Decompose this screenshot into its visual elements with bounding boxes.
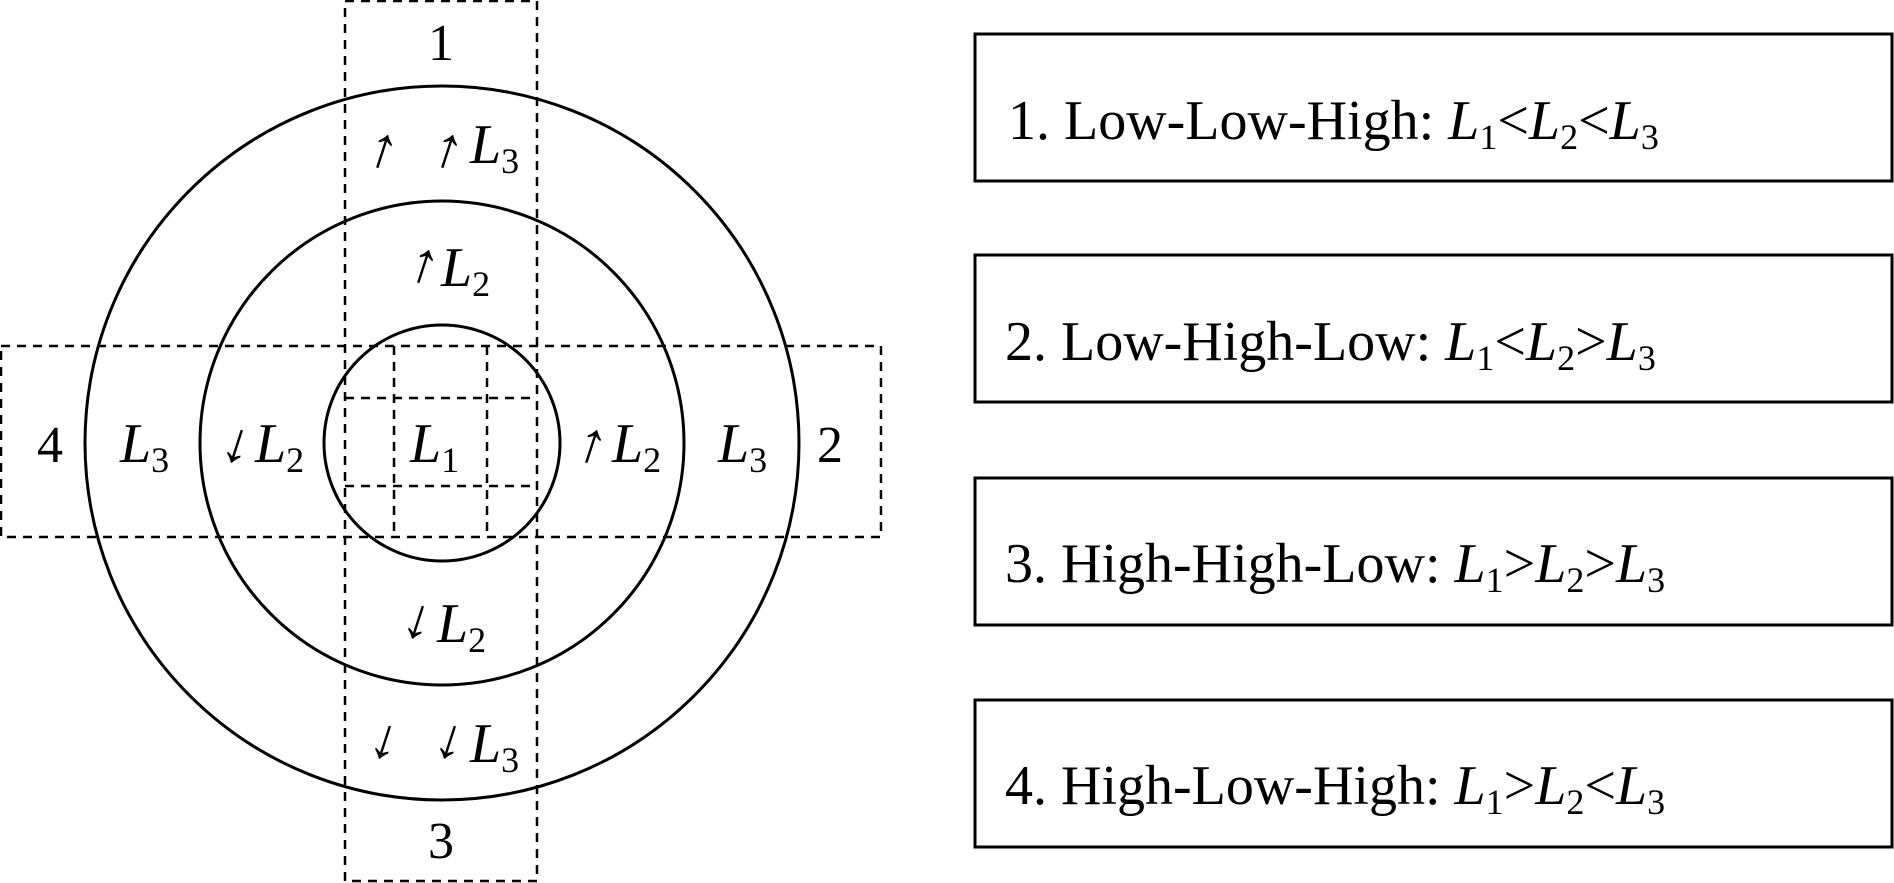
label-outer-left: L3 xyxy=(119,413,169,480)
region-number-top: 1 xyxy=(428,15,454,72)
legend-item: 3. High-High-Low: L1>L2>L3 xyxy=(973,476,1894,627)
legend-text: 3. High-High-Low: L1>L2>L3 xyxy=(1005,533,1665,600)
horizontal-dashed-band xyxy=(0,344,883,539)
label-middle-bottom: L2 xyxy=(436,593,486,660)
arrow-up-icon: ↑ xyxy=(425,112,473,183)
vertical-dashed-band xyxy=(343,0,539,883)
label-middle-left: L2 xyxy=(254,413,304,480)
legend-box xyxy=(973,32,1894,183)
label-outer-top: L3 xyxy=(469,114,519,181)
legend-text: 2. Low-High-Low: L1<L2>L3 xyxy=(1005,311,1656,378)
label-outer-right: L3 xyxy=(717,413,767,480)
outer-ring xyxy=(83,84,801,802)
label-middle-top: L2 xyxy=(440,237,490,304)
arrow-down-icon: ↓ xyxy=(395,583,443,654)
legend-item: 4. High-Low-High: L1>L2<L3 xyxy=(973,698,1894,849)
arrow-down-icon: ↓ xyxy=(427,703,475,774)
region-number-left: 4 xyxy=(37,417,63,474)
middle-ring xyxy=(198,199,686,687)
legend-text: 1. Low-Low-High: L1<L2<L3 xyxy=(1008,90,1659,157)
legend-item: 2. Low-High-Low: L1<L2>L3 xyxy=(973,253,1894,404)
region-number-right: 2 xyxy=(817,417,843,474)
legend: 1. Low-Low-High: L1<L2<L3 2. Low-High-Lo… xyxy=(973,32,1894,849)
label-outer-bottom: L3 xyxy=(469,713,519,780)
region-number-bottom: 3 xyxy=(428,813,454,870)
label-inner: L1 xyxy=(409,413,459,480)
arrow-up-icon: ↑ xyxy=(360,112,408,183)
legend-text: 4. High-Low-High: L1>L2<L3 xyxy=(1005,755,1665,822)
legend-box xyxy=(973,698,1894,849)
inner-ring xyxy=(322,323,562,563)
legend-box xyxy=(973,253,1894,404)
legend-box xyxy=(973,476,1894,627)
arrow-up-icon: ↑ xyxy=(569,407,617,478)
legend-item: 1. Low-Low-High: L1<L2<L3 xyxy=(973,32,1894,183)
arrow-down-icon: ↓ xyxy=(362,703,410,774)
label-middle-right: L2 xyxy=(611,413,661,480)
